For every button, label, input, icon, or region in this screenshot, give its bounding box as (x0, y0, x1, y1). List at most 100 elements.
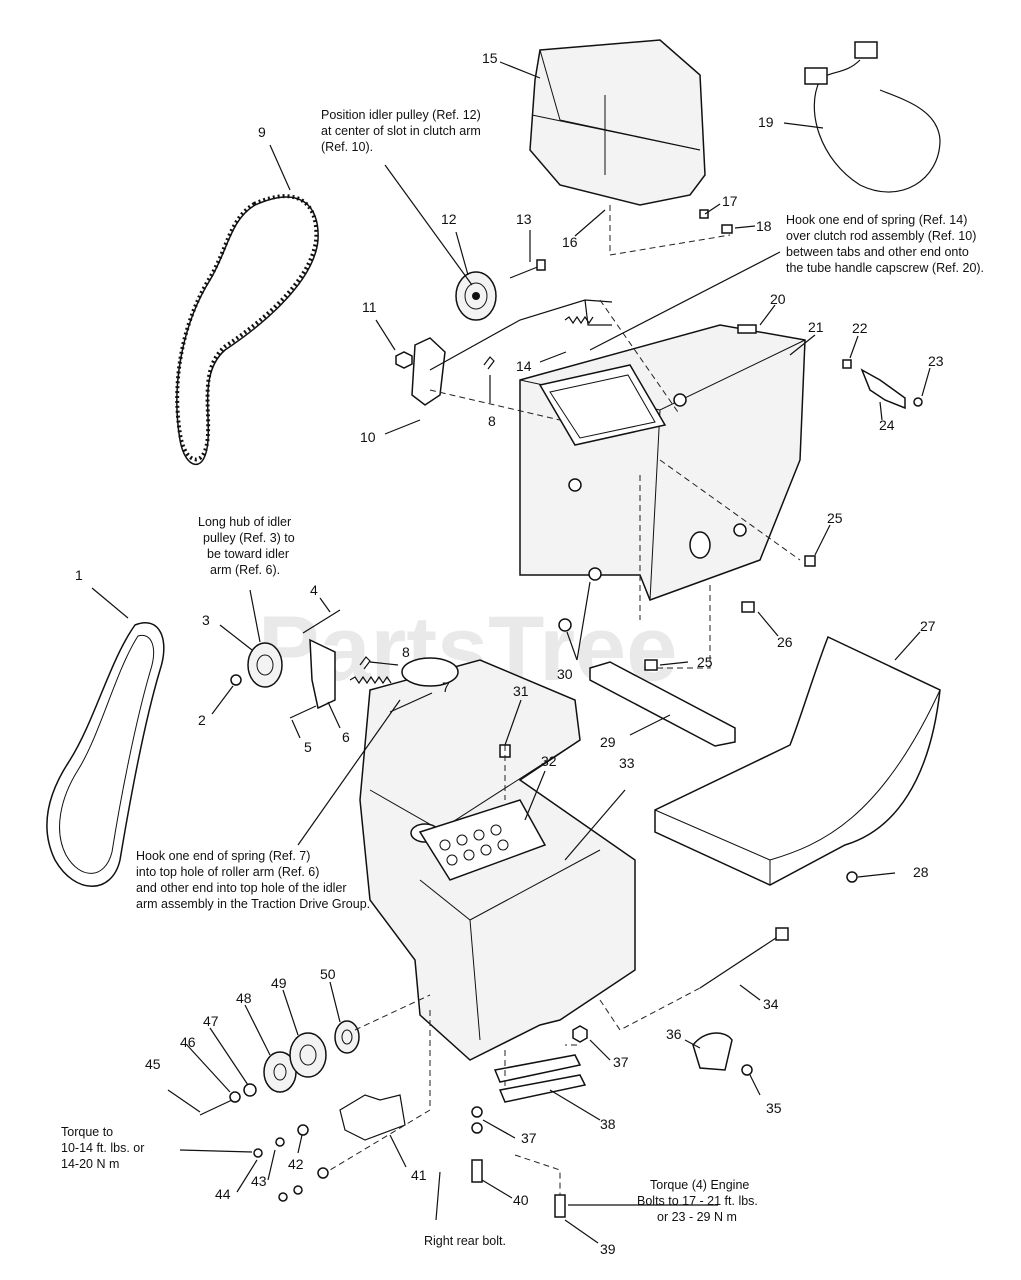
idler-pulley-3 (230, 642, 283, 688)
callout-32: 32 (541, 753, 557, 769)
callout-18: 18 (756, 218, 772, 234)
callout-15: 15 (482, 50, 498, 66)
note-line: or 23 - 29 N m (657, 1210, 737, 1224)
note-long-hub: Long hub of idler pulley (Ref. 3) to be … (198, 515, 295, 577)
callout-6: 6 (342, 729, 350, 745)
assembly-lines (329, 205, 801, 1195)
callout-9: 9 (258, 124, 266, 140)
clutch-rod-assembly-10 (411, 299, 613, 406)
callout-3: 3 (202, 612, 210, 628)
callout-1: 1 (75, 567, 83, 583)
callout-17: 17 (722, 193, 738, 209)
callout-8: 8 (488, 413, 496, 429)
callout-21: 21 (808, 319, 824, 335)
callout-33: 33 (619, 755, 635, 771)
plate-38 (493, 1054, 587, 1103)
callout-10: 10 (360, 429, 376, 445)
callout-29: 29 (600, 734, 616, 750)
note-line: Bolts to 17 - 21 ft. lbs. (637, 1194, 758, 1208)
callout-25: 25 (827, 510, 843, 526)
note-line: arm assembly in the Traction Drive Group… (136, 897, 370, 911)
belt-cover-15 (529, 39, 706, 206)
note-line: pulley (Ref. 3) to (203, 531, 295, 545)
note-leaders (249, 164, 781, 846)
callout-2: 2 (198, 712, 206, 728)
callout-44: 44 (215, 1186, 231, 1202)
callout-31: 31 (513, 683, 529, 699)
note-line: at center of slot in clutch arm (321, 124, 481, 138)
callout-47: 47 (203, 1013, 219, 1029)
callout-4: 4 (310, 582, 318, 598)
callout-11: 11 (362, 299, 377, 315)
callout-14: 14 (516, 358, 532, 374)
note-line: arm (Ref. 6). (210, 563, 280, 577)
note-line: between tabs and other end onto (786, 245, 969, 259)
note-engine-bolts: Torque (4) Engine Bolts to 17 - 21 ft. l… (637, 1178, 758, 1224)
callout-37: 37 (613, 1054, 629, 1070)
callout-20: 20 (770, 291, 786, 307)
callout-16: 16 (562, 234, 578, 250)
callout-27: 27 (920, 618, 936, 634)
engine-pulley-parts (199, 1020, 360, 1116)
toothed-belt-9 (175, 194, 319, 466)
callout-39: 39 (600, 1241, 616, 1257)
callout-30: 30 (557, 666, 573, 682)
note-spring-7: Hook one end of spring (Ref. 7) into top… (136, 849, 370, 911)
note-line: Torque (4) Engine (650, 1178, 749, 1192)
bracket-24 (842, 359, 923, 410)
callout-5: 5 (304, 739, 312, 755)
note-line: Position idler pulley (Ref. 12) (321, 108, 481, 122)
capscrew-13 (509, 259, 546, 279)
callout-22: 22 (852, 320, 868, 336)
roller-arm-6 (289, 609, 392, 719)
wire-harness-19 (804, 41, 941, 193)
panel-27 (654, 635, 941, 886)
small-hardware (253, 209, 858, 1218)
note-line: Hook one end of spring (Ref. 7) (136, 849, 310, 863)
callout-46: 46 (180, 1034, 196, 1050)
callout-26: 26 (777, 634, 793, 650)
callout-23: 23 (928, 353, 944, 369)
callout-50: 50 (320, 966, 336, 982)
bracket-41 (339, 1094, 406, 1141)
axle-bolt-34 (699, 927, 789, 989)
note-spring-14: Hook one end of spring (Ref. 14) over cl… (786, 213, 984, 275)
note-line: (Ref. 10). (321, 140, 373, 154)
callout-19: 19 (758, 114, 774, 130)
cotter-pin-8 (483, 356, 495, 370)
callout-38: 38 (600, 1116, 616, 1132)
callout-49: 49 (271, 975, 287, 991)
callout-45: 45 (145, 1056, 161, 1072)
cover-36 (692, 1032, 733, 1071)
callout-28: 28 (913, 864, 929, 880)
note-line: into top hole of roller arm (Ref. 6) (136, 865, 319, 879)
note-line: the tube handle capscrew (Ref. 20). (786, 261, 984, 275)
callout-48: 48 (236, 990, 252, 1006)
spring-14 (564, 315, 594, 325)
note-line: and other end into top hole of the idler (136, 881, 347, 895)
callout-numbers: 1 2 3 4 5 6 7 8 8 9 10 11 12 13 14 15 16… (75, 50, 944, 1257)
callout-8: 8 (402, 644, 410, 660)
muffler-guard-32 (418, 799, 547, 881)
callout-25: 25 (697, 654, 713, 670)
note-line: Torque to (61, 1125, 113, 1139)
note-right-rear-bolt: Right rear bolt. (424, 1234, 506, 1248)
v-belt-1 (46, 622, 165, 887)
callout-24: 24 (879, 417, 895, 433)
callout-42: 42 (288, 1156, 304, 1172)
bracket-29 (589, 661, 736, 747)
note-line: 10-14 ft. lbs. or (61, 1141, 144, 1155)
hex-nut-11 (395, 351, 413, 369)
callout-43: 43 (251, 1173, 267, 1189)
note-line: 14-20 N m (61, 1157, 119, 1171)
callout-40: 40 (513, 1192, 529, 1208)
callout-12: 12 (441, 211, 457, 227)
note-idler-position: Position idler pulley (Ref. 12) at cente… (321, 108, 481, 154)
note-line: over clutch rod assembly (Ref. 10) (786, 229, 976, 243)
note-torque: Torque to 10-14 ft. lbs. or 14-20 N m (61, 1125, 144, 1171)
note-line: be toward idler (207, 547, 289, 561)
callout-34: 34 (763, 996, 779, 1012)
callout-35: 35 (766, 1100, 782, 1116)
leader-lines (91, 61, 931, 1244)
